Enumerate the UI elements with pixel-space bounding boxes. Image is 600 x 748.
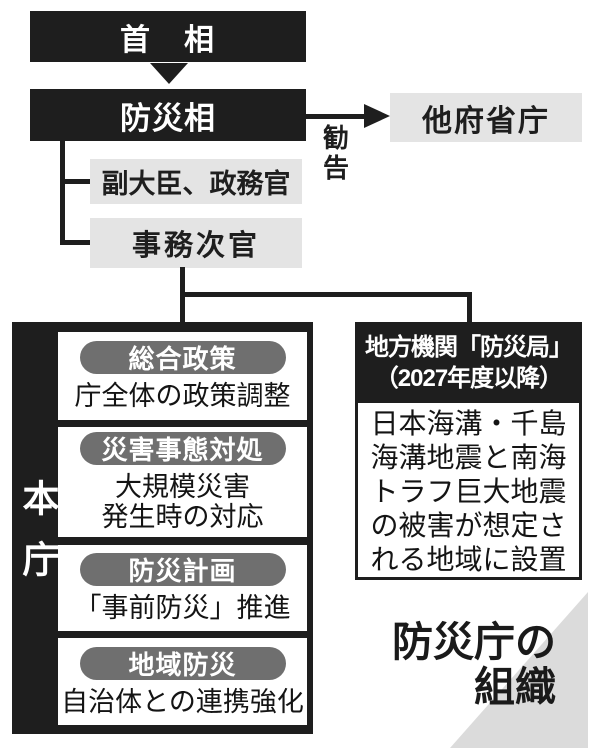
connector-stub-admin-vice-minister — [60, 240, 92, 245]
connector-vertical-regional — [467, 292, 472, 324]
main-agency-label: 本庁 — [17, 479, 58, 601]
arrow-down-icon — [150, 63, 188, 84]
figure-title: 防災庁の 組織 — [392, 619, 556, 710]
arrow-right-icon — [364, 104, 390, 128]
prime-minister-box: 首 相 — [30, 11, 306, 62]
regional-office-box: 地方機関「防災局」 （2027年度以降） 日本海溝・千島 海溝地震と南海 トラフ… — [355, 322, 582, 580]
department-regional-disaster-prevention: 地域防災 自治体との連携強化 — [58, 638, 307, 725]
regional-office-header: 地方機関「防災局」 （2027年度以降） — [358, 325, 579, 403]
recommendation-arrow-line — [306, 114, 366, 119]
department-disaster-response: 災害事態対処 大規模災害 発生時の対応 — [58, 427, 307, 537]
vice-ministers-box: 副大臣、政務官 — [90, 159, 302, 204]
connector-horizontal-branch — [180, 292, 472, 297]
department-disaster-planning: 防災計画 「事前防災」推進 — [58, 545, 307, 631]
department-description: 庁全体の政策調整 — [74, 381, 291, 411]
connector-vertical-minister — [60, 141, 65, 245]
department-description: 「事前防災」推進 — [74, 593, 291, 623]
department-name-badge: 地域防災 — [79, 646, 286, 680]
main-agency-container: 本庁 総合政策 庁全体の政策調整 災害事態対処 大規模災害 発生時の対応 防災計… — [12, 322, 313, 734]
recommendation-label: 勧告 — [319, 124, 350, 184]
connector-stub-vice-ministers — [60, 179, 92, 184]
department-description: 大規模災害 発生時の対応 — [101, 472, 264, 532]
department-general-policy: 総合政策 庁全体の政策調整 — [58, 332, 307, 420]
department-name-badge: 総合政策 — [79, 341, 286, 374]
other-ministries-box: 他府省庁 — [390, 93, 582, 142]
department-name-badge: 災害事態対処 — [79, 432, 286, 465]
regional-office-description: 日本海溝・千島 海溝地震と南海 トラフ巨大地震 の被害が想定さ れる地域に設置 — [370, 409, 567, 576]
department-description: 自治体との連携強化 — [61, 686, 304, 717]
disaster-minister-box: 防災相 — [30, 89, 306, 141]
department-name-badge: 防災計画 — [79, 553, 286, 586]
admin-vice-minister-box: 事務次官 — [90, 218, 302, 268]
